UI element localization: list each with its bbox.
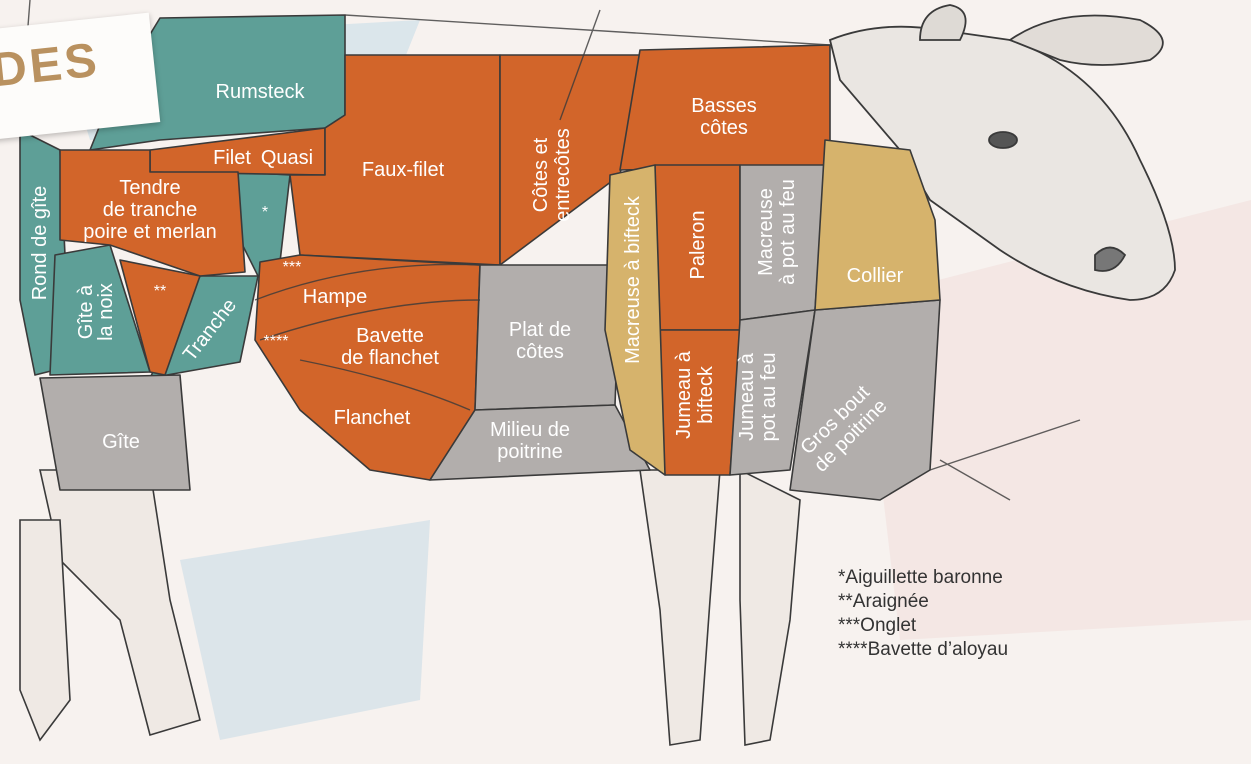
- legend-item: **Araignée: [838, 590, 1008, 614]
- label-quasi: Quasi: [261, 148, 313, 168]
- footnote-legend: *Aiguillette baronne **Araignée ***Ongle…: [838, 566, 1008, 662]
- legend-item: *Aiguillette baronne: [838, 566, 1008, 590]
- mark-bavette-aloyau: ****: [264, 332, 289, 352]
- mark-araignee: **: [154, 282, 166, 302]
- mark-onglet: ***: [283, 258, 302, 278]
- blue-wash-lower: [180, 520, 430, 740]
- legend-item: ***Onglet: [838, 614, 1008, 638]
- legend-item: ****Bavette d’aloyau: [838, 638, 1008, 662]
- label-macreuse-bifteck: Macreuse à bifteck: [623, 196, 643, 364]
- label-collier: Collier: [847, 266, 904, 286]
- label-gite: Gîte: [102, 432, 140, 452]
- label-flanchet: Flanchet: [334, 408, 411, 428]
- label-hampe: Hampe: [303, 287, 367, 307]
- page-title: DES: [0, 31, 103, 102]
- mark-aiguillette: *: [262, 203, 268, 223]
- label-filet: Filet: [213, 148, 251, 168]
- label-faux-filet: Faux-filet: [362, 160, 444, 180]
- label-rond-de-gite: Rond de gîte: [30, 186, 50, 301]
- label-rumsteck: Rumsteck: [216, 82, 305, 102]
- label-paleron: Paleron: [688, 211, 708, 280]
